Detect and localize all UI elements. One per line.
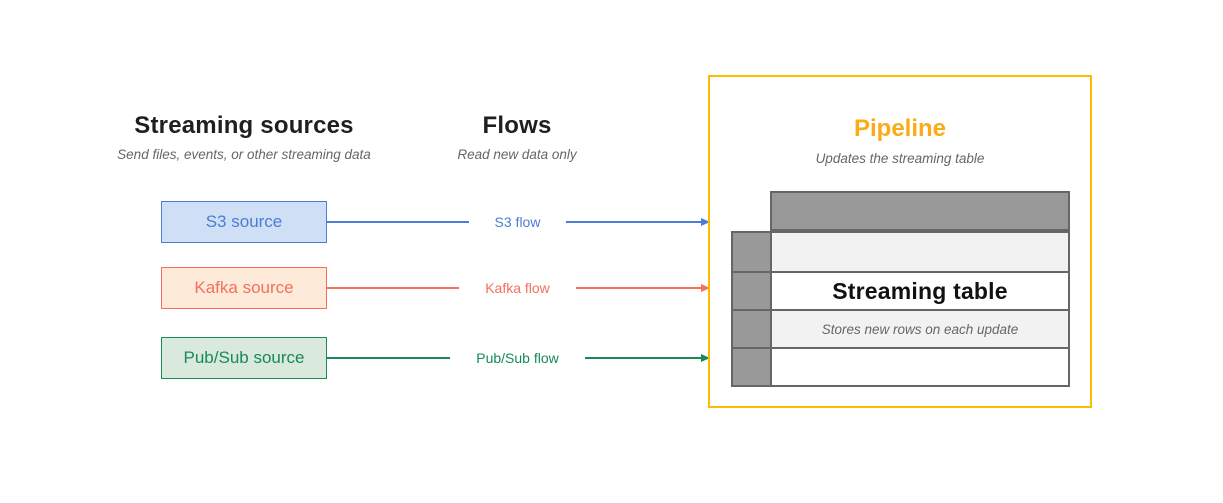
arrow-s3	[566, 221, 709, 223]
arrow-kafka	[575, 287, 708, 289]
sources-column-header: Streaming sources Send files, events, or…	[84, 112, 404, 162]
streaming-table-header-bar	[770, 191, 1070, 231]
streaming-table-row-4	[772, 347, 1068, 385]
source-box-pubsub: Pub/Sub source	[161, 337, 327, 379]
connector-pubsub: Pub/Sub flow	[327, 337, 708, 379]
flows-subtitle: Read new data only	[457, 147, 577, 162]
source-box-s3: S3 source	[161, 201, 327, 243]
streaming-table-body: Streaming table Stores new rows on each …	[770, 231, 1070, 387]
flows-column-header: Flows Read new data only	[417, 112, 617, 162]
source-box-pubsub-label: Pub/Sub source	[183, 348, 305, 367]
left-column-cell	[733, 347, 770, 385]
pipeline-box: Pipeline Updates the streaming table Str…	[708, 75, 1092, 408]
streaming-table-row-1	[772, 233, 1068, 271]
flow-label-kafka: Kafka flow	[485, 280, 550, 296]
streaming-table-row-title: Streaming table	[772, 271, 1068, 309]
flow-row-s3: S3 source S3 flow	[161, 201, 709, 243]
streaming-table-row-subtitle: Stores new rows on each update	[772, 309, 1068, 347]
streaming-table-title: Streaming table	[832, 277, 1008, 304]
source-box-s3-label: S3 source	[205, 212, 283, 231]
pipeline-title: Pipeline	[853, 115, 947, 142]
sources-title: Streaming sources	[134, 112, 354, 139]
source-box-kafka: Kafka source	[161, 267, 327, 309]
flow-label-s3: S3 flow	[494, 214, 541, 230]
connector-line-s3-left	[327, 221, 469, 223]
flow-row-pubsub: Pub/Sub source Pub/Sub flow	[161, 337, 708, 379]
flow-label-pubsub: Pub/Sub flow	[476, 350, 559, 366]
streaming-table-subtitle: Stores new rows on each update	[821, 321, 1019, 337]
streaming-table-left-column	[731, 231, 772, 387]
connector-line-pubsub-left	[327, 357, 451, 359]
connector-s3: S3 flow	[327, 201, 709, 243]
pipeline-subtitle: Updates the streaming table	[815, 151, 985, 166]
left-column-cell	[733, 271, 770, 309]
flows-title: Flows	[482, 112, 552, 139]
connector-line-kafka-left	[327, 287, 460, 289]
arrow-pubsub	[584, 357, 708, 359]
source-box-kafka-label: Kafka source	[194, 278, 294, 297]
flow-row-kafka: Kafka source Kafka flow	[161, 267, 708, 309]
pipeline-header: Pipeline Updates the streaming table	[710, 115, 1090, 166]
left-column-cell	[733, 233, 770, 271]
sources-subtitle: Send files, events, or other streaming d…	[117, 147, 371, 162]
left-column-cell	[733, 309, 770, 347]
connector-kafka: Kafka flow	[327, 267, 708, 309]
